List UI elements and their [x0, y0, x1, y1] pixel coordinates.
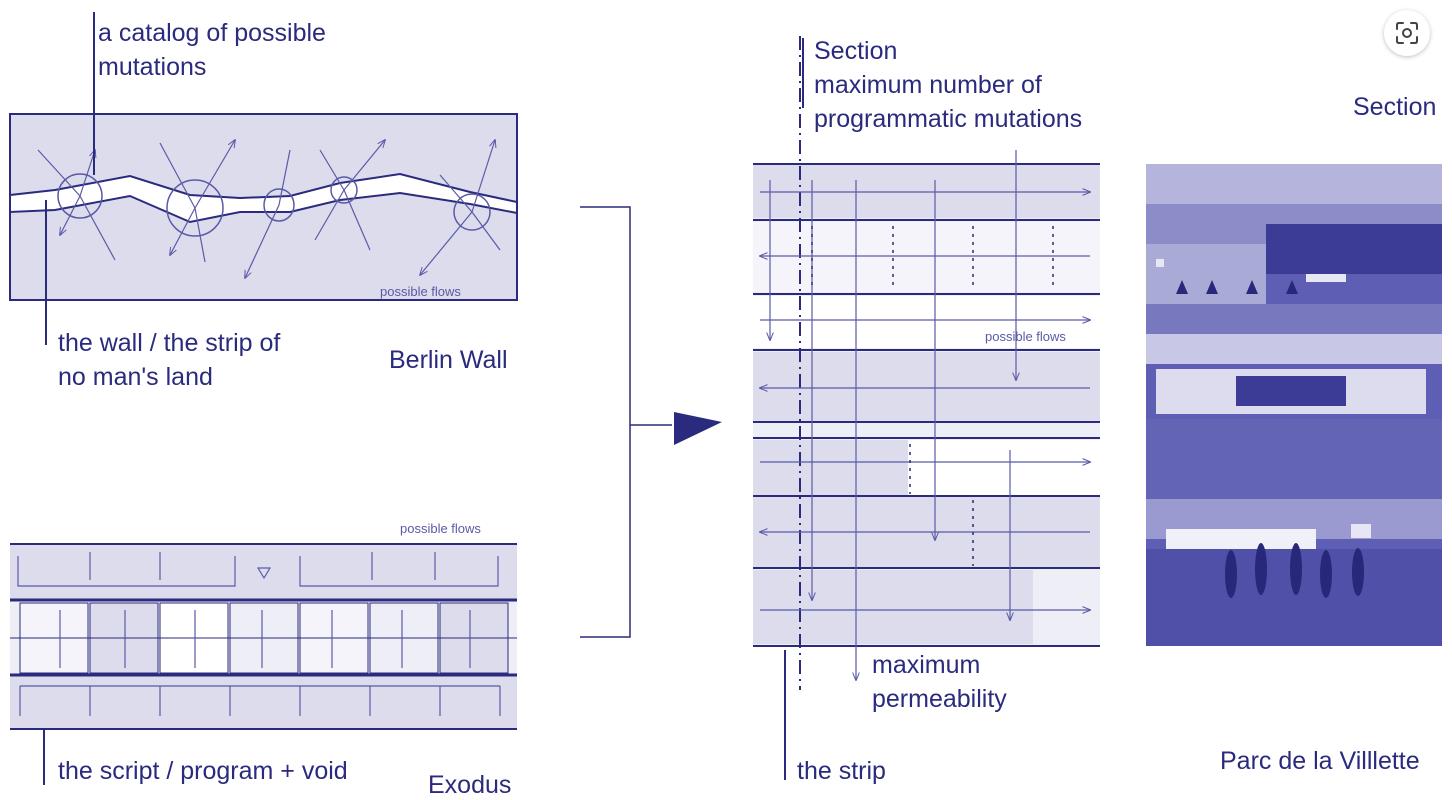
villette-possible-flows: possible flows — [985, 329, 1066, 344]
result-arrow — [674, 412, 722, 445]
exodus-diagram — [10, 543, 517, 785]
berlin-wall-title: Berlin Wall — [389, 346, 508, 374]
script-label: the script / program + void — [58, 757, 348, 785]
wall-label-line1: the wall / the strip of — [58, 329, 281, 357]
catalog-label-line2: mutations — [98, 53, 207, 81]
section-label-line1: Section — [814, 37, 898, 65]
permeability-label-line2: permeability — [872, 685, 1007, 713]
catalog-label-line1: a catalog of possible — [98, 19, 326, 47]
berlin-possible-flows: possible flows — [380, 284, 461, 299]
strip-label: the strip — [797, 757, 886, 785]
combine-bracket — [580, 206, 722, 638]
section-label-line2: maximum number of — [814, 71, 1042, 99]
lens-button[interactable] — [1384, 10, 1430, 56]
wall-strip — [9, 172, 518, 224]
exodus-title: Exodus — [428, 771, 512, 799]
permeability-label-line1: maximum — [872, 651, 981, 679]
lens-icon — [1396, 22, 1418, 44]
parc-villette-photo — [1146, 164, 1442, 646]
wall-label-line2: no man's land — [58, 363, 213, 391]
villette-section-diagram — [753, 36, 1100, 780]
corner-section-label: Section — [1353, 93, 1437, 121]
section-label-line3: programmatic mutations — [814, 105, 1083, 133]
exodus-possible-flows: possible flows — [400, 521, 481, 536]
berlin-wall-diagram — [9, 12, 518, 345]
photo-caption: Parc de la Villlette — [1220, 747, 1420, 775]
